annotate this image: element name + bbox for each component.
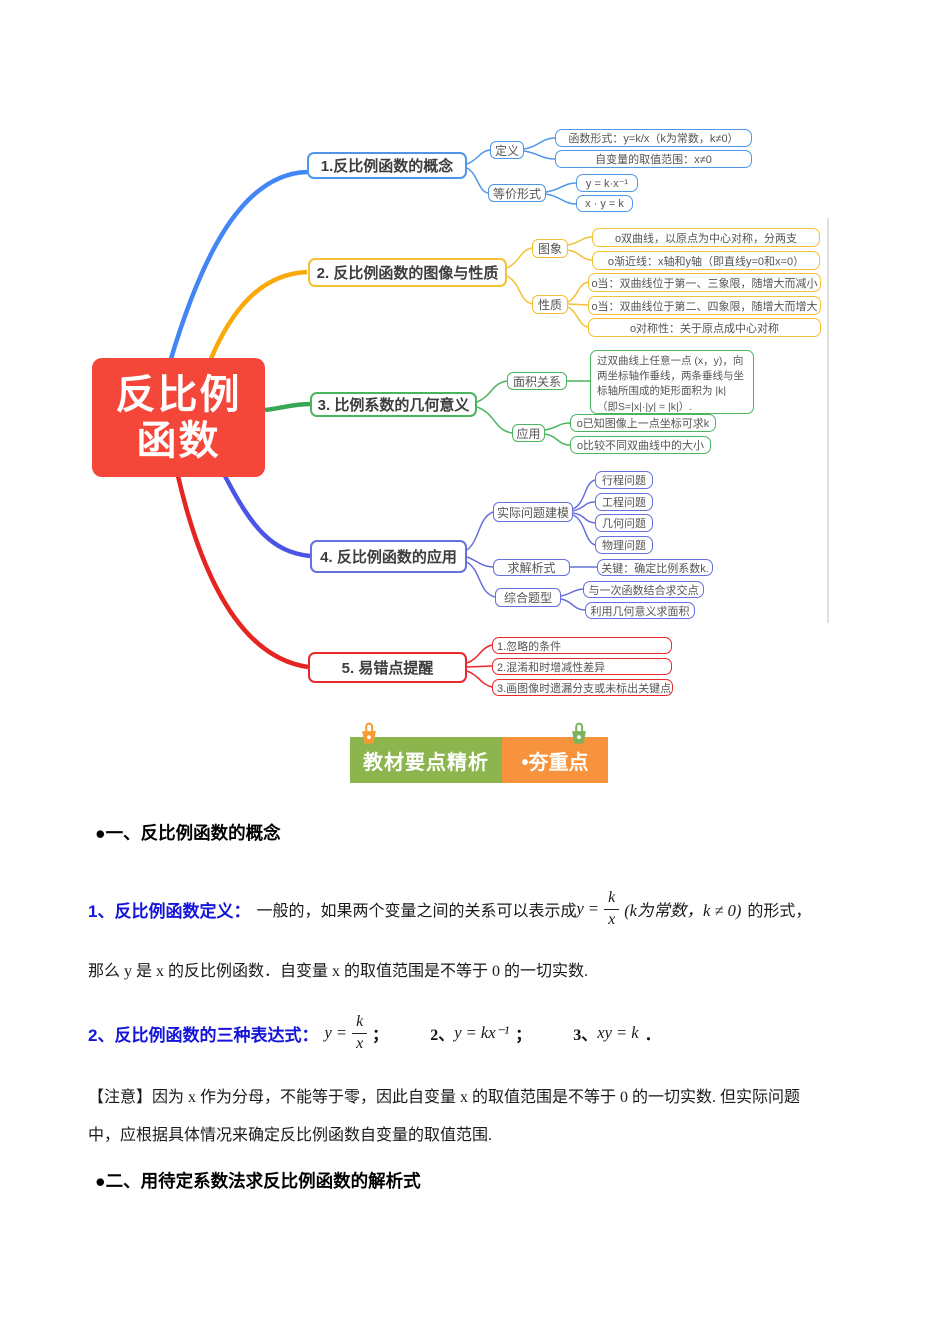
leaf-node-area-detail: 过双曲线上任意一点 (x，y)，向两坐标轴作垂线，两条垂线与坐标轴所围成的矩形面…	[590, 350, 754, 414]
leaf-node: 3.画图像时遗漏分支或未标出关键点	[492, 679, 673, 696]
sub-node-properties: 性质	[532, 295, 568, 314]
paragraph-expressions: 2、反比例函数的三种表达式： y = k x ； 2、 y = kx⁻¹ ； 3…	[88, 1002, 661, 1064]
expression-2: y = kx⁻¹	[454, 1023, 510, 1042]
fraction-denominator: x	[608, 910, 616, 928]
expression-2-number: 2、	[430, 1027, 455, 1044]
branch-title-3: 3. 比例系数的几何意义	[310, 392, 477, 417]
binder-clip-green-icon	[568, 721, 590, 750]
fraction-numerator: k	[352, 1013, 368, 1034]
definition-pre-text: 一般的，如果两个变量之间的关系可以表示成	[256, 903, 577, 920]
leaf-node: o当：双曲线位于第二、四象限，随增大而增大	[588, 296, 821, 315]
leaf-node: o当：双曲线位于第一、三象限，随增大而减小	[588, 273, 821, 292]
banner-left-label: 教材要点精析	[350, 737, 502, 783]
separator: ；	[372, 1027, 389, 1044]
branch-title-1: 1.反比例函数的概念	[307, 152, 467, 179]
leaf-node: o双曲线，以原点为中心对称，分两支	[592, 228, 820, 247]
leaf-node: x · y = k	[576, 195, 633, 212]
paragraph-definition-line2: 那么 y 是 x 的反比例函数．自变量 x 的取值范围是不等于 0 的一切实数.	[88, 963, 589, 980]
curve-branch-4	[223, 474, 311, 559]
sub-node-graph: 图象	[532, 239, 568, 258]
leaf-node: 关键：确定比例系数k.	[597, 559, 713, 576]
definition-post-text: 的形式，	[747, 903, 812, 920]
branch-4-connectors	[466, 479, 597, 611]
branch-2-connectors	[506, 236, 593, 328]
paragraph-definition: 1、反比例函数定义： 一般的，如果两个变量之间的关系可以表示成 y = k x …	[88, 883, 811, 935]
curve-branch-2	[207, 269, 308, 362]
branch-3-connectors	[476, 380, 590, 446]
leaf-node: o对称性：关于原点成中心对称	[588, 318, 821, 337]
leaf-node: o已知图像上一点坐标可求k	[570, 414, 716, 432]
expression-1-fraction: k x	[352, 1013, 368, 1053]
main-branch-curves	[167, 169, 311, 670]
sub-node-equivalent-form: 等价形式	[488, 184, 546, 202]
formula-fraction: k x	[604, 889, 620, 929]
mindmap-connectors	[167, 137, 829, 688]
leaf-node: 利用几何意义求面积	[585, 602, 695, 619]
branch-title-4: 4. 反比例函数的应用	[310, 540, 467, 573]
sub-node-definition: 定义	[490, 141, 524, 159]
sub-node-area-relation: 面积关系	[507, 372, 567, 390]
sub-node-comprehensive: 综合题型	[495, 588, 561, 607]
leaf-node: 工程问题	[595, 493, 653, 511]
formula-condition: (k为常数，k ≠ 0)	[624, 901, 742, 920]
curve-branch-5	[175, 475, 309, 670]
leaf-node: o渐近线：x轴和y轴（即直线y=0和x=0）	[592, 251, 820, 270]
heading-section-1: ●一、反比例函数的概念	[95, 823, 281, 843]
leaf-node: 物理问题	[595, 536, 653, 554]
leaf-node: 几何问题	[595, 514, 653, 532]
definition-label: 1、反比例函数定义：	[88, 901, 251, 921]
banner-right-label: •夯重点	[502, 737, 608, 783]
note-line-2: 中，应根据具体情况来确定反比例函数自变量的取值范围.	[88, 1127, 493, 1144]
leaf-node: o比较不同双曲线中的大小	[570, 436, 711, 454]
center-node-line1: 反比例	[115, 372, 242, 417]
leaf-node: y = k·x⁻¹	[576, 174, 638, 192]
separator: ；	[515, 1027, 532, 1044]
heading-section-2: ●二、用待定系数法求反比例函数的解析式	[95, 1171, 421, 1191]
branch-title-5: 5. 易错点提醒	[308, 652, 467, 683]
curve-branch-1	[167, 169, 308, 363]
sub-node-find-expression: 求解析式	[493, 559, 570, 576]
mindmap-center-node: 反比例 函数	[92, 358, 265, 477]
note-line-1: 【注意】因为 x 作为分母，不能等于零，因此自变量 x 的取值范围是不等于 0 …	[88, 1089, 801, 1106]
binder-clip-orange-icon	[358, 721, 380, 750]
expression-3-number: 3、	[573, 1027, 598, 1044]
leaf-node: 行程问题	[595, 471, 653, 489]
fraction-numerator: k	[604, 889, 620, 910]
fraction-denominator: x	[356, 1034, 364, 1052]
expression-3: xy = k	[597, 1023, 639, 1042]
leaf-node: 2.混淆和时增减性差异	[492, 658, 672, 675]
section-banner: 教材要点精析 •夯重点	[350, 722, 608, 783]
leaf-node: 与一次函数结合求交点	[583, 581, 704, 598]
branch-5-connectors	[466, 644, 493, 688]
center-node-line2: 函数	[136, 418, 221, 463]
leaf-node: 自变量的取值范围：x≠0	[555, 150, 752, 168]
leaf-node: 函数形式：y=k/x（k为常数，k≠0）	[555, 129, 752, 147]
branch-title-2: 2. 反比例函数的图像与性质	[308, 258, 507, 287]
expressions-label: 2、反比例函数的三种表达式：	[88, 1025, 319, 1045]
sub-node-application: 应用	[512, 424, 545, 442]
sub-node-modeling: 实际问题建模	[493, 502, 573, 522]
leaf-node: 1.忽略的条件	[492, 637, 672, 654]
expression-1-lhs: y =	[324, 1023, 348, 1042]
formula-lhs: y =	[576, 899, 600, 918]
period: ．	[644, 1027, 661, 1044]
curve-branch-3	[264, 401, 311, 413]
branch-1-connectors	[466, 137, 577, 205]
